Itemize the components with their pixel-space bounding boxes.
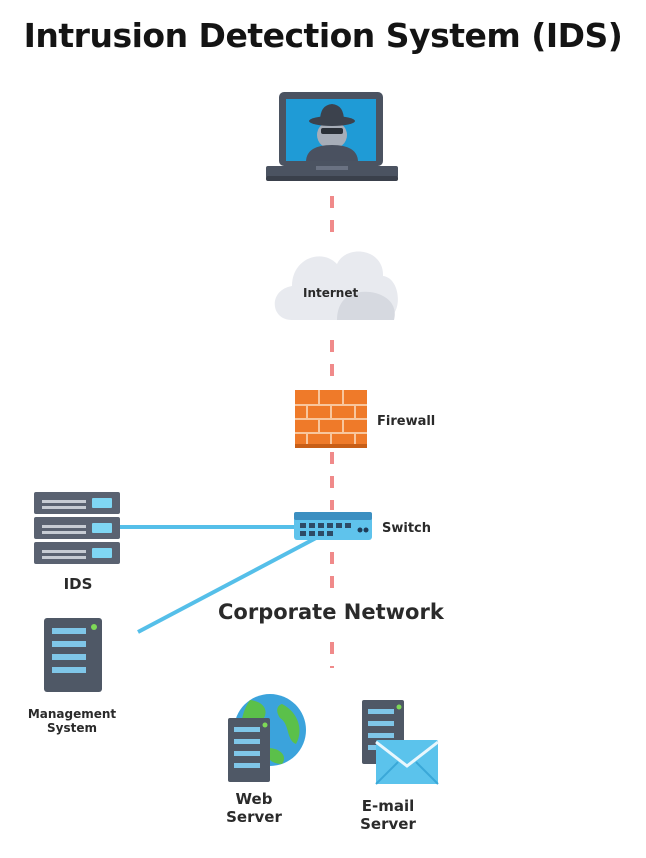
management-label-line2: System: [47, 721, 97, 736]
web-server-label: Web Server: [218, 790, 290, 826]
server-rack-icon: [34, 492, 120, 564]
firewall-label: Firewall: [377, 414, 436, 429]
internet-label: Internet: [303, 286, 359, 300]
server-icon: [44, 618, 102, 692]
management-system-label: Management System: [16, 707, 128, 736]
email-label-line2: Server: [360, 815, 416, 833]
email-server-label: E-mail Server: [348, 797, 428, 833]
link-management-switch: [137, 536, 317, 634]
switch-label: Switch: [382, 521, 432, 536]
email-label-line1: E-mail: [361, 797, 415, 815]
firewall-icon: [295, 390, 367, 448]
switch-icon: [294, 512, 372, 540]
web-server-icon: [228, 718, 270, 782]
web-label-line2: Server: [226, 808, 282, 826]
page-title: Intrusion Detection System (IDS): [23, 16, 623, 55]
cloud-icon: [274, 251, 398, 320]
ids-label: IDS: [63, 575, 93, 593]
management-label-line1: Management: [27, 707, 117, 721]
hacker-laptop-icon: [266, 92, 398, 181]
solid-links: [116, 525, 317, 634]
corporate-network-label: Corporate Network: [218, 600, 444, 624]
envelope-icon: [375, 740, 439, 785]
web-label-line1: Web: [235, 790, 273, 808]
